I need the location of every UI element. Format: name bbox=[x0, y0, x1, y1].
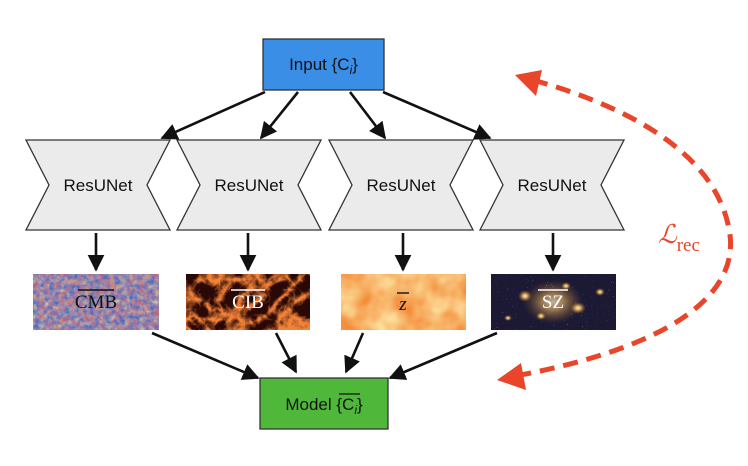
redshift-map-image: z bbox=[341, 274, 466, 330]
arrow-map-to-model-2 bbox=[274, 332, 298, 374]
loss-arrowhead-bottom bbox=[497, 363, 526, 390]
map-label-1: CMB bbox=[75, 292, 117, 313]
resunet-label-2: ResUNet bbox=[215, 176, 284, 195]
resunet-block-4: ResUNet bbox=[478, 139, 626, 231]
arrow-input-to-net-4 bbox=[382, 90, 492, 140]
arrow-input-to-net-2 bbox=[259, 91, 300, 140]
sz-map-image: SZ bbox=[491, 274, 616, 330]
reconstruction-loss-loop: ℒrec bbox=[497, 70, 734, 390]
cmb-map-image: CMB bbox=[33, 274, 159, 330]
arrow-input-to-net-3 bbox=[348, 91, 387, 140]
resunet-block-1: ResUNet bbox=[24, 139, 172, 231]
resunet-block-2: ResUNet bbox=[175, 139, 323, 231]
arrow-map-to-model-3 bbox=[344, 332, 365, 374]
model-box-label: Model {Ci} bbox=[285, 395, 363, 417]
resunet-label-3: ResUNet bbox=[367, 176, 436, 195]
loss-label: ℒrec bbox=[658, 220, 700, 256]
arrow-input-to-net-1 bbox=[160, 90, 266, 140]
arrow-map-to-model-4 bbox=[388, 331, 498, 380]
map-to-model-arrows bbox=[151, 331, 498, 380]
resunet-label-1: ResUNet bbox=[64, 176, 133, 195]
cib-map-image: CIB bbox=[186, 274, 310, 330]
map-label-2: CIB bbox=[232, 292, 264, 313]
resunet-label-4: ResUNet bbox=[518, 176, 587, 195]
input-arrows bbox=[160, 90, 492, 140]
model-output-box: Model {Ci} bbox=[259, 377, 389, 430]
input-box: Input {Ci} bbox=[262, 38, 385, 91]
map-label-3: z bbox=[398, 294, 407, 315]
map-label-4: SZ bbox=[542, 292, 564, 313]
arrow-map-to-model-1 bbox=[151, 331, 260, 380]
input-box-label: Input {Ci} bbox=[289, 55, 358, 77]
net-to-map-arrows bbox=[87, 233, 562, 272]
loss-arrowhead-top bbox=[515, 70, 542, 96]
resunet-block-3: ResUNet bbox=[327, 139, 475, 231]
